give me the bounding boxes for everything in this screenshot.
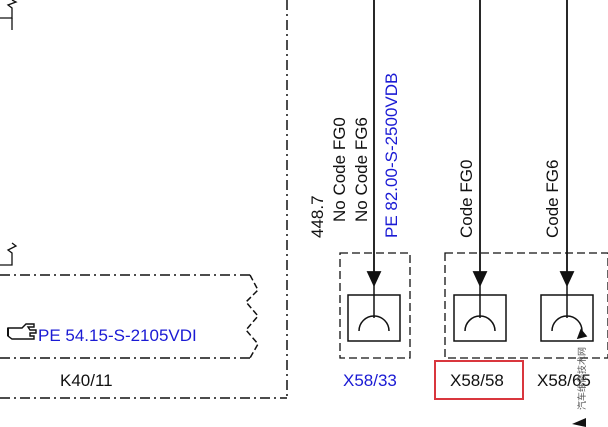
connector-socket-x58-33 [347,285,401,342]
reference-box [0,274,250,359]
module-frame-k40-11 [0,0,288,399]
code-fg0-label: Code FG0 [457,160,476,238]
highlight-box [434,360,524,400]
relay-symbol-top [0,0,18,30]
wire-x58-65 [559,0,575,288]
code-fg6-label: Code FG6 [543,160,562,238]
code-fg6-negated-label: No Code FG6 [352,117,371,222]
reference-text-vertical[interactable]: PE 82.00-S-2500VDB [382,73,401,238]
code-fg0-negated-label: No Code FG0 [330,117,349,222]
component-label-k40-11: K40/11 [60,371,113,390]
wire-number-label: 448.7 [308,195,327,238]
pointing-hand-icon [7,323,37,340]
connector-box-x58-58-65 [444,252,608,359]
relay-symbol-mid [0,242,18,266]
connector-label-x58-65: X58/65 [537,371,591,390]
connector-socket-x58-65 [540,285,594,342]
wire-x58-33 [366,0,382,288]
watermark: 汽车维修技术网 [576,347,588,410]
reference-text[interactable]: PE 54.15-S-2105VDI [38,326,197,345]
connector-socket-x58-58 [453,285,507,342]
corner-arrow [572,418,586,427]
connector-label-x58-33[interactable]: X58/33 [343,371,397,390]
wire-x58-58 [472,0,488,288]
connector-label-x58-58: X58/58 [450,371,504,390]
break-wave [244,274,259,359]
connector-box-x58-33 [339,252,411,359]
